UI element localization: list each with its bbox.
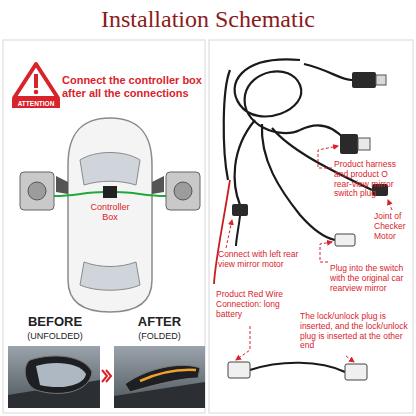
callout-text: Joint of Checker Motor — [374, 212, 412, 241]
callout-text: The lock/unlock plug is inserted, and th… — [300, 312, 408, 351]
callout-text: Plug into the switch with the original c… — [330, 264, 410, 293]
car-illustration — [20, 118, 200, 312]
before-photo — [8, 346, 100, 408]
state-sublabel: (UNFOLDED) — [10, 331, 100, 341]
callout-text: Product harness and product O rear-view … — [334, 160, 408, 199]
left-panel — [3, 40, 205, 413]
state-sublabel: (FOLDED) — [114, 331, 205, 341]
right-panel — [209, 40, 413, 413]
after-photo — [114, 346, 205, 408]
state-label: AFTER — [114, 315, 205, 330]
harness-illustration — [224, 59, 372, 240]
part-label: Controller Box — [86, 202, 134, 223]
callout-text: Connect with left rear view mirror motor — [218, 250, 300, 270]
attention-icon — [12, 64, 60, 108]
callout-text: Product Red Wire Connection: long batter… — [216, 290, 296, 319]
state-label: BEFORE — [10, 315, 100, 330]
title: Installation Schematic — [0, 6, 416, 32]
warning-note: Connect the controller box after all the… — [62, 74, 202, 99]
direction-arrow — [102, 370, 111, 382]
attention-text: ATTENTION — [12, 100, 60, 107]
